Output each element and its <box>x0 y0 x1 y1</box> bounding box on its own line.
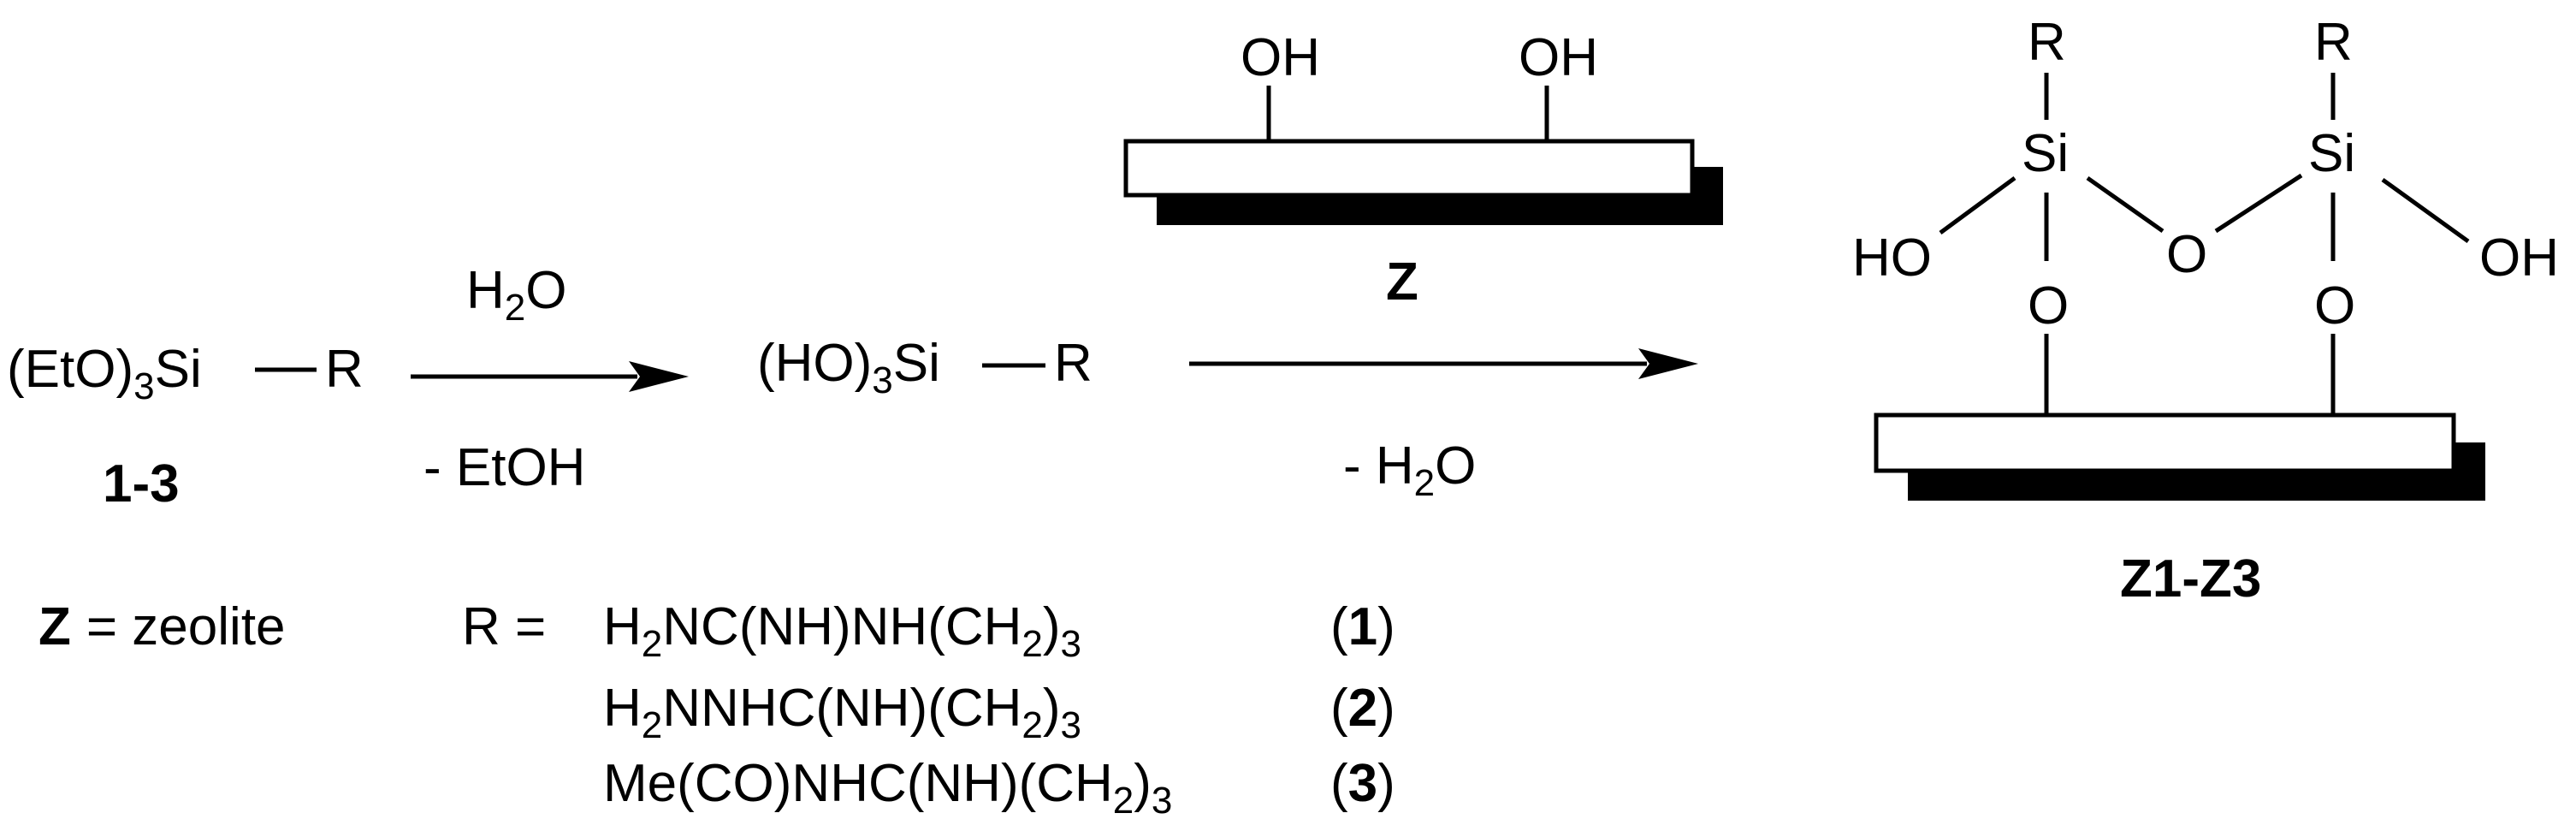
product-o-bridge: O <box>2166 225 2207 284</box>
legend-item-3-number: (3) <box>1330 754 1395 813</box>
product-o-si-bridge-bond-right <box>2214 173 2303 234</box>
step1-byproduct: - EtOH <box>423 438 585 497</box>
legend-item-1-number: (1) <box>1330 597 1395 656</box>
product-r-left: R <box>2028 13 2066 72</box>
product-oh-right: OH <box>2479 229 2559 288</box>
product-ho-si-bond <box>1939 175 2016 235</box>
surface-label: Z <box>1386 252 1418 312</box>
legend-item-2-formula: H2NNHC(NH)(CH2)3 <box>603 679 1081 746</box>
intermediate-r: R <box>1054 334 1093 393</box>
product-surface-slab <box>1874 413 2456 473</box>
intermediate-formula: (HO)3Si <box>757 334 940 401</box>
product-ho-left: HO <box>1852 229 1932 288</box>
product-si-right: Si <box>2308 124 2355 183</box>
step1-arrow-head <box>629 361 689 392</box>
surface-oh-2: OH <box>1519 28 1598 87</box>
product-si-left: Si <box>2022 124 2069 183</box>
surface-slab <box>1123 139 1695 198</box>
legend-z-definition: Z= zeolite <box>38 597 286 656</box>
reactant-formula: (EtO)3Si <box>7 340 202 407</box>
step2-byproduct: - H2O <box>1343 436 1476 504</box>
product-label: Z1-Z3 <box>2120 549 2261 608</box>
product-si-o-bridge-bond-left <box>2086 175 2164 234</box>
step1-reagent: H2O <box>466 261 567 329</box>
product-o-left: O <box>2028 276 2069 335</box>
reactant-label: 1-3 <box>103 454 180 513</box>
reactant-r: R <box>325 340 364 399</box>
legend-r-equals: R = <box>462 597 546 656</box>
product-o-right: O <box>2314 276 2355 335</box>
legend-item-3-formula: Me(CO)NHC(NH)(CH2)3 <box>603 754 1172 822</box>
legend-item-1-formula: H2NC(NH)NH(CH2)3 <box>603 597 1081 665</box>
surface-oh-1: OH <box>1241 28 1320 87</box>
legend-item-2-number: (2) <box>1330 679 1395 738</box>
product-si-oh-bond <box>2381 177 2470 244</box>
step2-arrow-head <box>1638 348 1698 379</box>
product-r-right: R <box>2314 13 2353 72</box>
